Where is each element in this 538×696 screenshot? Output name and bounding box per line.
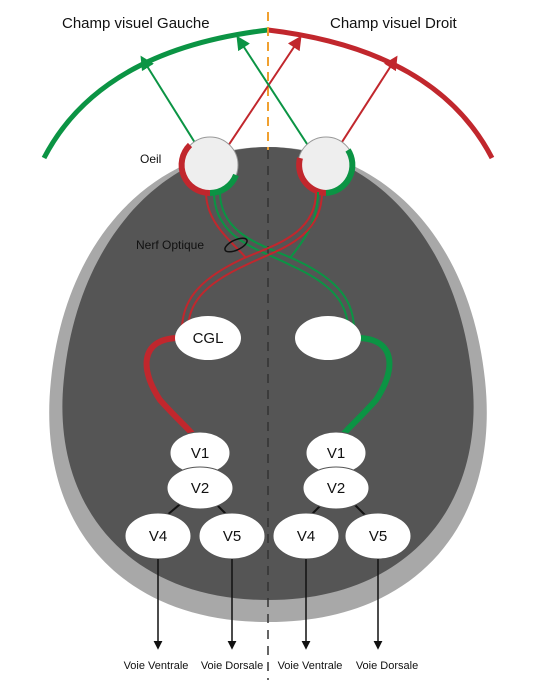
v4-left-label: V4 (149, 528, 167, 545)
right-visual-field-arc (267, 27, 495, 160)
left-visual-field-arc (41, 27, 269, 160)
optic-radiation-left (143, 335, 197, 438)
v1-left-label: V1 (191, 445, 209, 462)
v2-left-node (166, 466, 234, 510)
eye-label: Oeil (140, 152, 161, 166)
right-eye (296, 136, 356, 196)
optic-radiation-right (339, 335, 393, 438)
cgl-right-node (295, 316, 361, 360)
optic-nerves (181, 191, 355, 331)
v2-right-label: V2 (327, 480, 345, 497)
ventral-pathway-left-label: Voie Ventrale (124, 660, 189, 672)
left-eye (178, 136, 239, 197)
cgl-left-node (175, 316, 241, 360)
title-right-field: Champ visuel Droit (330, 15, 458, 32)
pathway-arrows (153, 559, 383, 650)
v5-right-label: V5 (369, 528, 387, 545)
head (62, 147, 474, 600)
v4-right-label: V4 (297, 528, 315, 545)
v5-left-label: V5 (223, 528, 241, 545)
dorsal-pathway-left-label: Voie Dorsale (201, 660, 263, 672)
optic-nerve-label: Nerf Optique (136, 238, 204, 252)
v1-right-label: V1 (327, 445, 345, 462)
v2-left-label: V2 (191, 480, 209, 497)
cgl-left-label: CGL (193, 330, 224, 347)
optic-nerve-marker (224, 237, 248, 253)
dorsal-pathway-right-label: Voie Dorsale (356, 660, 418, 672)
v2-right-node (302, 466, 370, 510)
ventral-pathway-right-label: Voie Ventrale (278, 660, 343, 672)
title-left-field: Champ visuel Gauche (62, 15, 210, 32)
